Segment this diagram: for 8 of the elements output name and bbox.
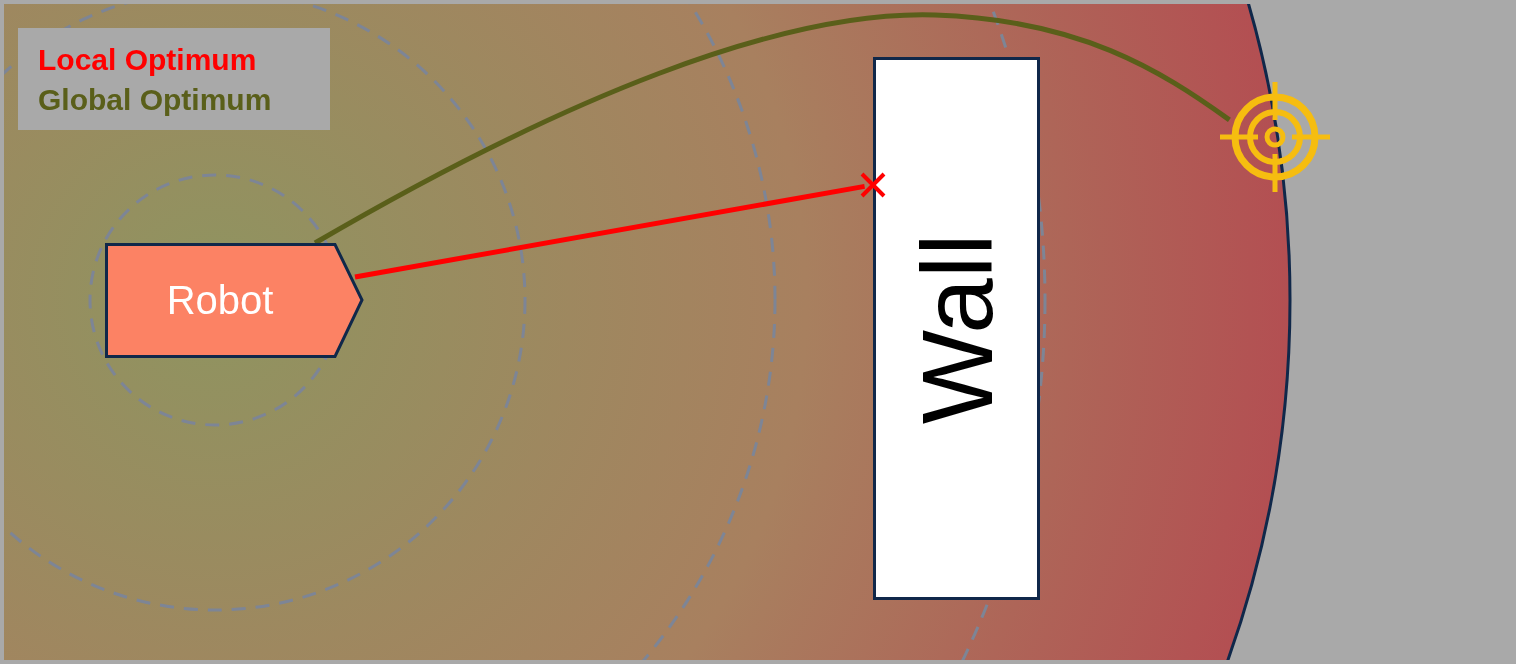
robot-label: Robot [166,278,274,323]
legend-entry: Global Optimum [38,83,272,116]
cross-mark [859,171,887,199]
target-icon [1218,80,1332,194]
robot-block [105,243,363,358]
wall-label: Wall [906,233,1007,424]
legend-entry: Local Optimum [38,43,257,76]
wall-block [873,57,1040,600]
